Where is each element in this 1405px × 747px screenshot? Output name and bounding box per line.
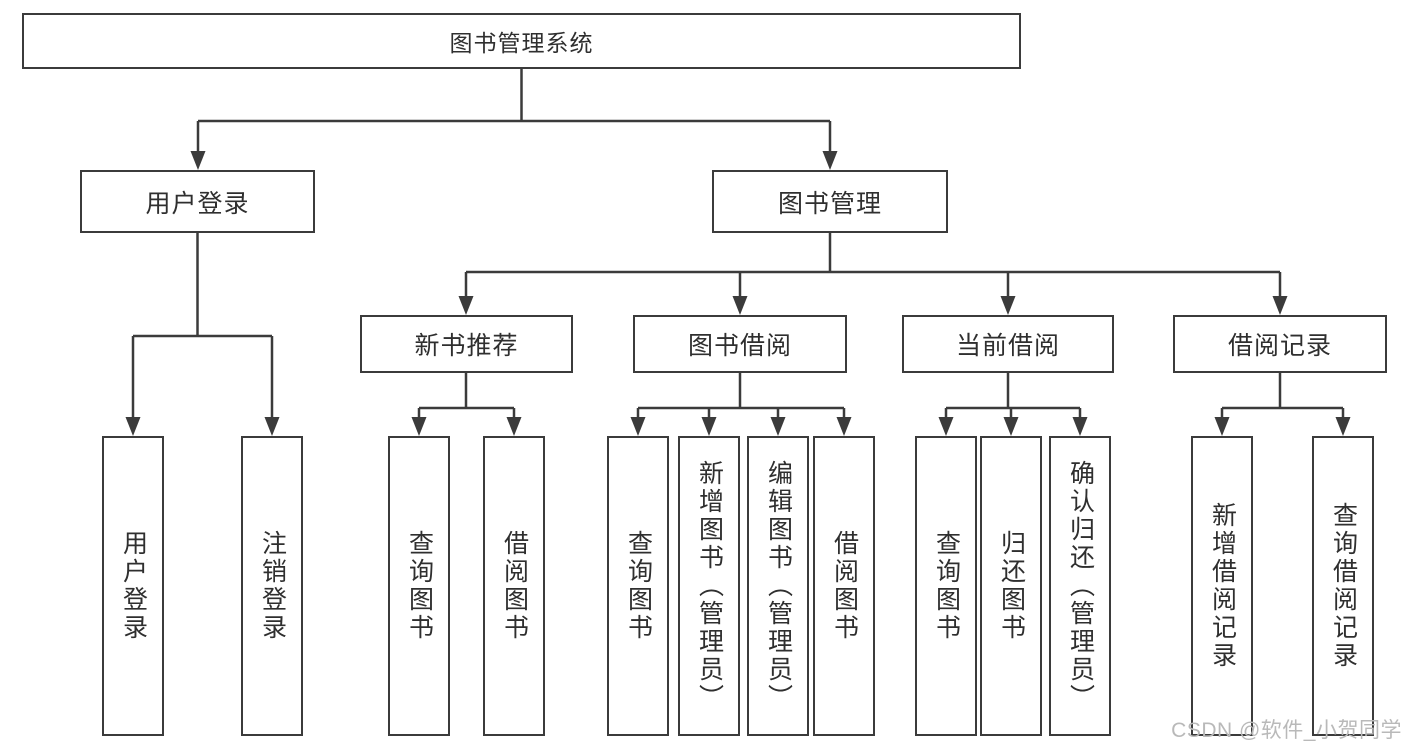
leaf-add-books-admin: 新增图书（管理员）	[678, 436, 740, 736]
csdn-watermark: CSDN @软件_小贺同学	[1171, 719, 1402, 742]
node-book-borrowing: 图书借阅	[633, 315, 847, 373]
node-user-login: 用户登录	[80, 170, 315, 233]
node-borrow-records: 借阅记录	[1173, 315, 1387, 373]
arrowhead-icons	[125, 151, 1351, 436]
node-current-borrowing: 当前借阅	[902, 315, 1114, 373]
connector-paths	[131, 69, 1345, 419]
leaf-confirm-return-admin: 确认归还（管理员）	[1049, 436, 1111, 736]
leaf-query-borrow-record: 查询借阅记录	[1312, 436, 1374, 736]
leaf-borrow-books-recommend: 借阅图书	[483, 436, 545, 736]
leaf-query-books-borrow: 查询图书	[607, 436, 669, 736]
node-new-book-recommend: 新书推荐	[360, 315, 573, 373]
node-root-system: 图书管理系统	[22, 13, 1021, 69]
leaf-return-books: 归还图书	[980, 436, 1042, 736]
leaf-user-login: 用户登录	[102, 436, 164, 736]
leaf-query-books-recommend: 查询图书	[388, 436, 450, 736]
leaf-add-borrow-record: 新增借阅记录	[1191, 436, 1253, 736]
leaf-borrow-books: 借阅图书	[813, 436, 875, 736]
node-book-management: 图书管理	[712, 170, 948, 233]
leaf-query-books-current: 查询图书	[915, 436, 977, 736]
leaf-logout: 注销登录	[241, 436, 303, 736]
leaf-edit-books-admin: 编辑图书（管理员）	[747, 436, 809, 736]
